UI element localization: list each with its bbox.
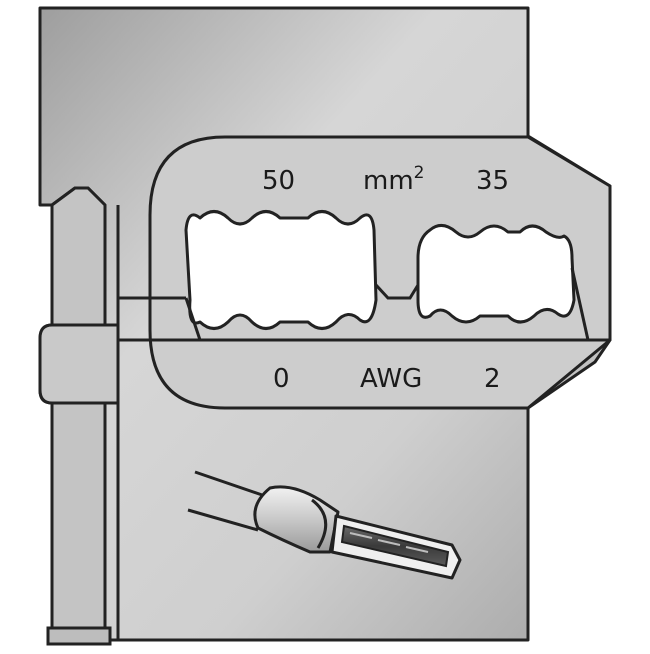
label-top-unit-sup: 2 <box>414 163 425 183</box>
label-bottom-unit: AWG <box>360 364 422 394</box>
ferrule-crimp-ridges <box>349 532 429 553</box>
cavity-50 <box>184 210 378 330</box>
guide-foot <box>46 626 112 646</box>
cavity-50-bridge-left <box>184 297 202 341</box>
wire-ferrule-illustration <box>187 470 462 580</box>
wire-insulation <box>187 470 269 532</box>
label-top-right: 35 <box>476 166 509 196</box>
label-bottom-right: 2 <box>484 364 501 394</box>
label-top-unit: mm2 <box>363 163 424 196</box>
ferrule-crimp-zone <box>340 524 450 568</box>
label-top-left: 50 <box>262 166 295 196</box>
cavity-35-bridge-right <box>570 267 590 341</box>
ferrule-collar-ring <box>311 498 328 549</box>
guide-slot <box>50 186 107 630</box>
cavity-bridge <box>374 283 420 300</box>
guide-pin-block <box>38 323 120 405</box>
cavity-35 <box>416 224 576 324</box>
label-bottom-left: 0 <box>273 364 290 394</box>
